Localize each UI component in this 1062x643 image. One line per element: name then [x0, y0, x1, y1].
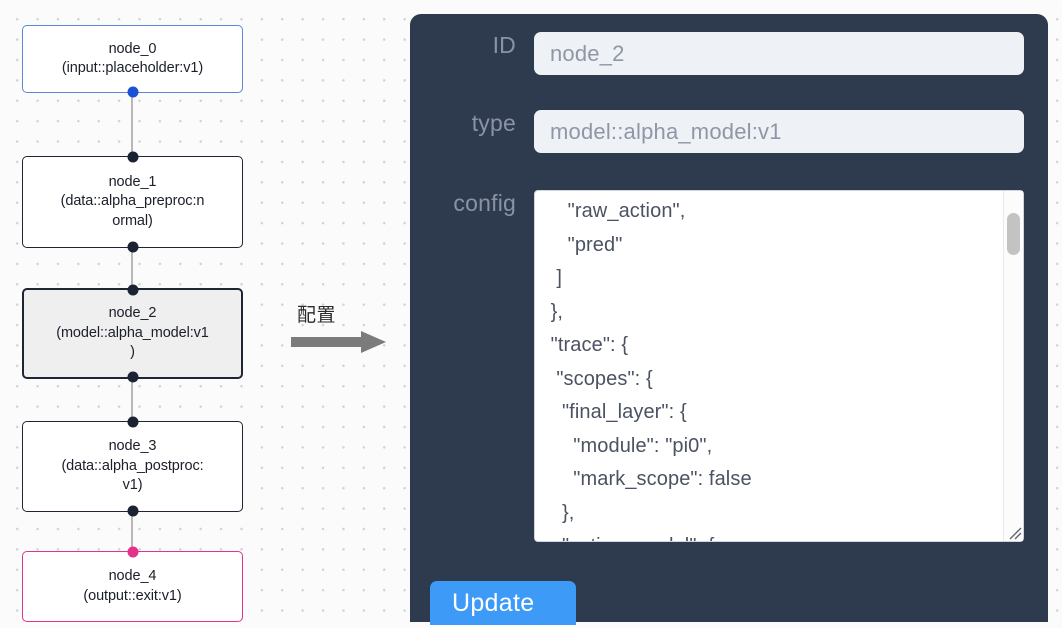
resize-grip-icon[interactable] — [1007, 525, 1022, 540]
config-scrollbar-thumb[interactable] — [1007, 213, 1020, 255]
node-handle-target[interactable] — [127, 416, 138, 428]
edge-node1-node2 — [131, 248, 133, 289]
node-label-line: node_0 — [108, 40, 157, 57]
config-textarea-wrapper: "raw_action", "pred" ] }, "trace": { "sc… — [534, 190, 1024, 542]
node-label-line: (data::alpha_postproc: — [61, 457, 204, 474]
right-arrow-icon — [291, 331, 386, 353]
field-label-config: config — [453, 190, 516, 216]
node-handle-source[interactable] — [127, 241, 138, 253]
node-label-line: v1) — [122, 477, 143, 494]
field-row-id: ID — [430, 32, 1024, 75]
node-label-line: ormal) — [112, 212, 153, 229]
edge-node3-node4 — [131, 512, 133, 551]
node-handle-source[interactable] — [127, 371, 138, 383]
node-label-line: (output::exit:v1) — [83, 587, 182, 604]
node-label-line: node_1 — [108, 173, 157, 190]
graph-node-node_1[interactable]: node_1 (data::alpha_preproc:n ormal) — [22, 151, 243, 253]
node-label-line: (model::alpha_model:v1 — [56, 324, 209, 341]
graph-node-node_3[interactable]: node_3 (data::alpha_postproc: v1) — [22, 416, 243, 517]
flow-caption: 配置 — [297, 304, 337, 326]
config-textarea[interactable]: "raw_action", "pred" ] }, "trace": { "sc… — [534, 190, 1024, 542]
field-row-type: type — [430, 110, 1024, 153]
edge-node2-node3 — [131, 379, 133, 421]
node-handle-source[interactable] — [127, 86, 138, 98]
field-row-config: config "raw_action", "pred" ] }, "trace"… — [430, 190, 1024, 542]
node-label-line: (data::alpha_preproc:n — [60, 193, 205, 210]
node-handle-target[interactable] — [127, 151, 138, 163]
graph-node-node_0[interactable]: node_0 (input::placeholder:v1) — [22, 25, 243, 98]
node-config-panel: ID type config "raw_action", "pred" ] },… — [410, 14, 1048, 622]
node-handle-target[interactable] — [127, 284, 138, 296]
node-label-line: node_3 — [108, 438, 157, 455]
field-label-id: ID — [492, 32, 516, 58]
field-label-type: type — [471, 110, 516, 136]
node-label-line: (input::placeholder:v1) — [61, 60, 204, 76]
canvas-bottom-strip — [0, 628, 1062, 643]
id-input[interactable] — [534, 32, 1024, 75]
node-handle-source[interactable] — [127, 505, 138, 517]
graph-node-node_2[interactable]: node_2 (model::alpha_model:v1 ) — [22, 284, 243, 383]
config-scrollbar[interactable] — [1003, 191, 1023, 541]
node-label-line: node_4 — [108, 568, 157, 584]
node-label-line: ) — [130, 344, 135, 361]
edge-node0-node1 — [131, 93, 133, 157]
node-label-line: node_2 — [108, 305, 157, 322]
update-button[interactable]: Update — [430, 581, 576, 625]
graph-node-node_4[interactable]: node_4 (output::exit:v1) — [22, 546, 243, 622]
node-handle-target[interactable] — [127, 546, 138, 558]
